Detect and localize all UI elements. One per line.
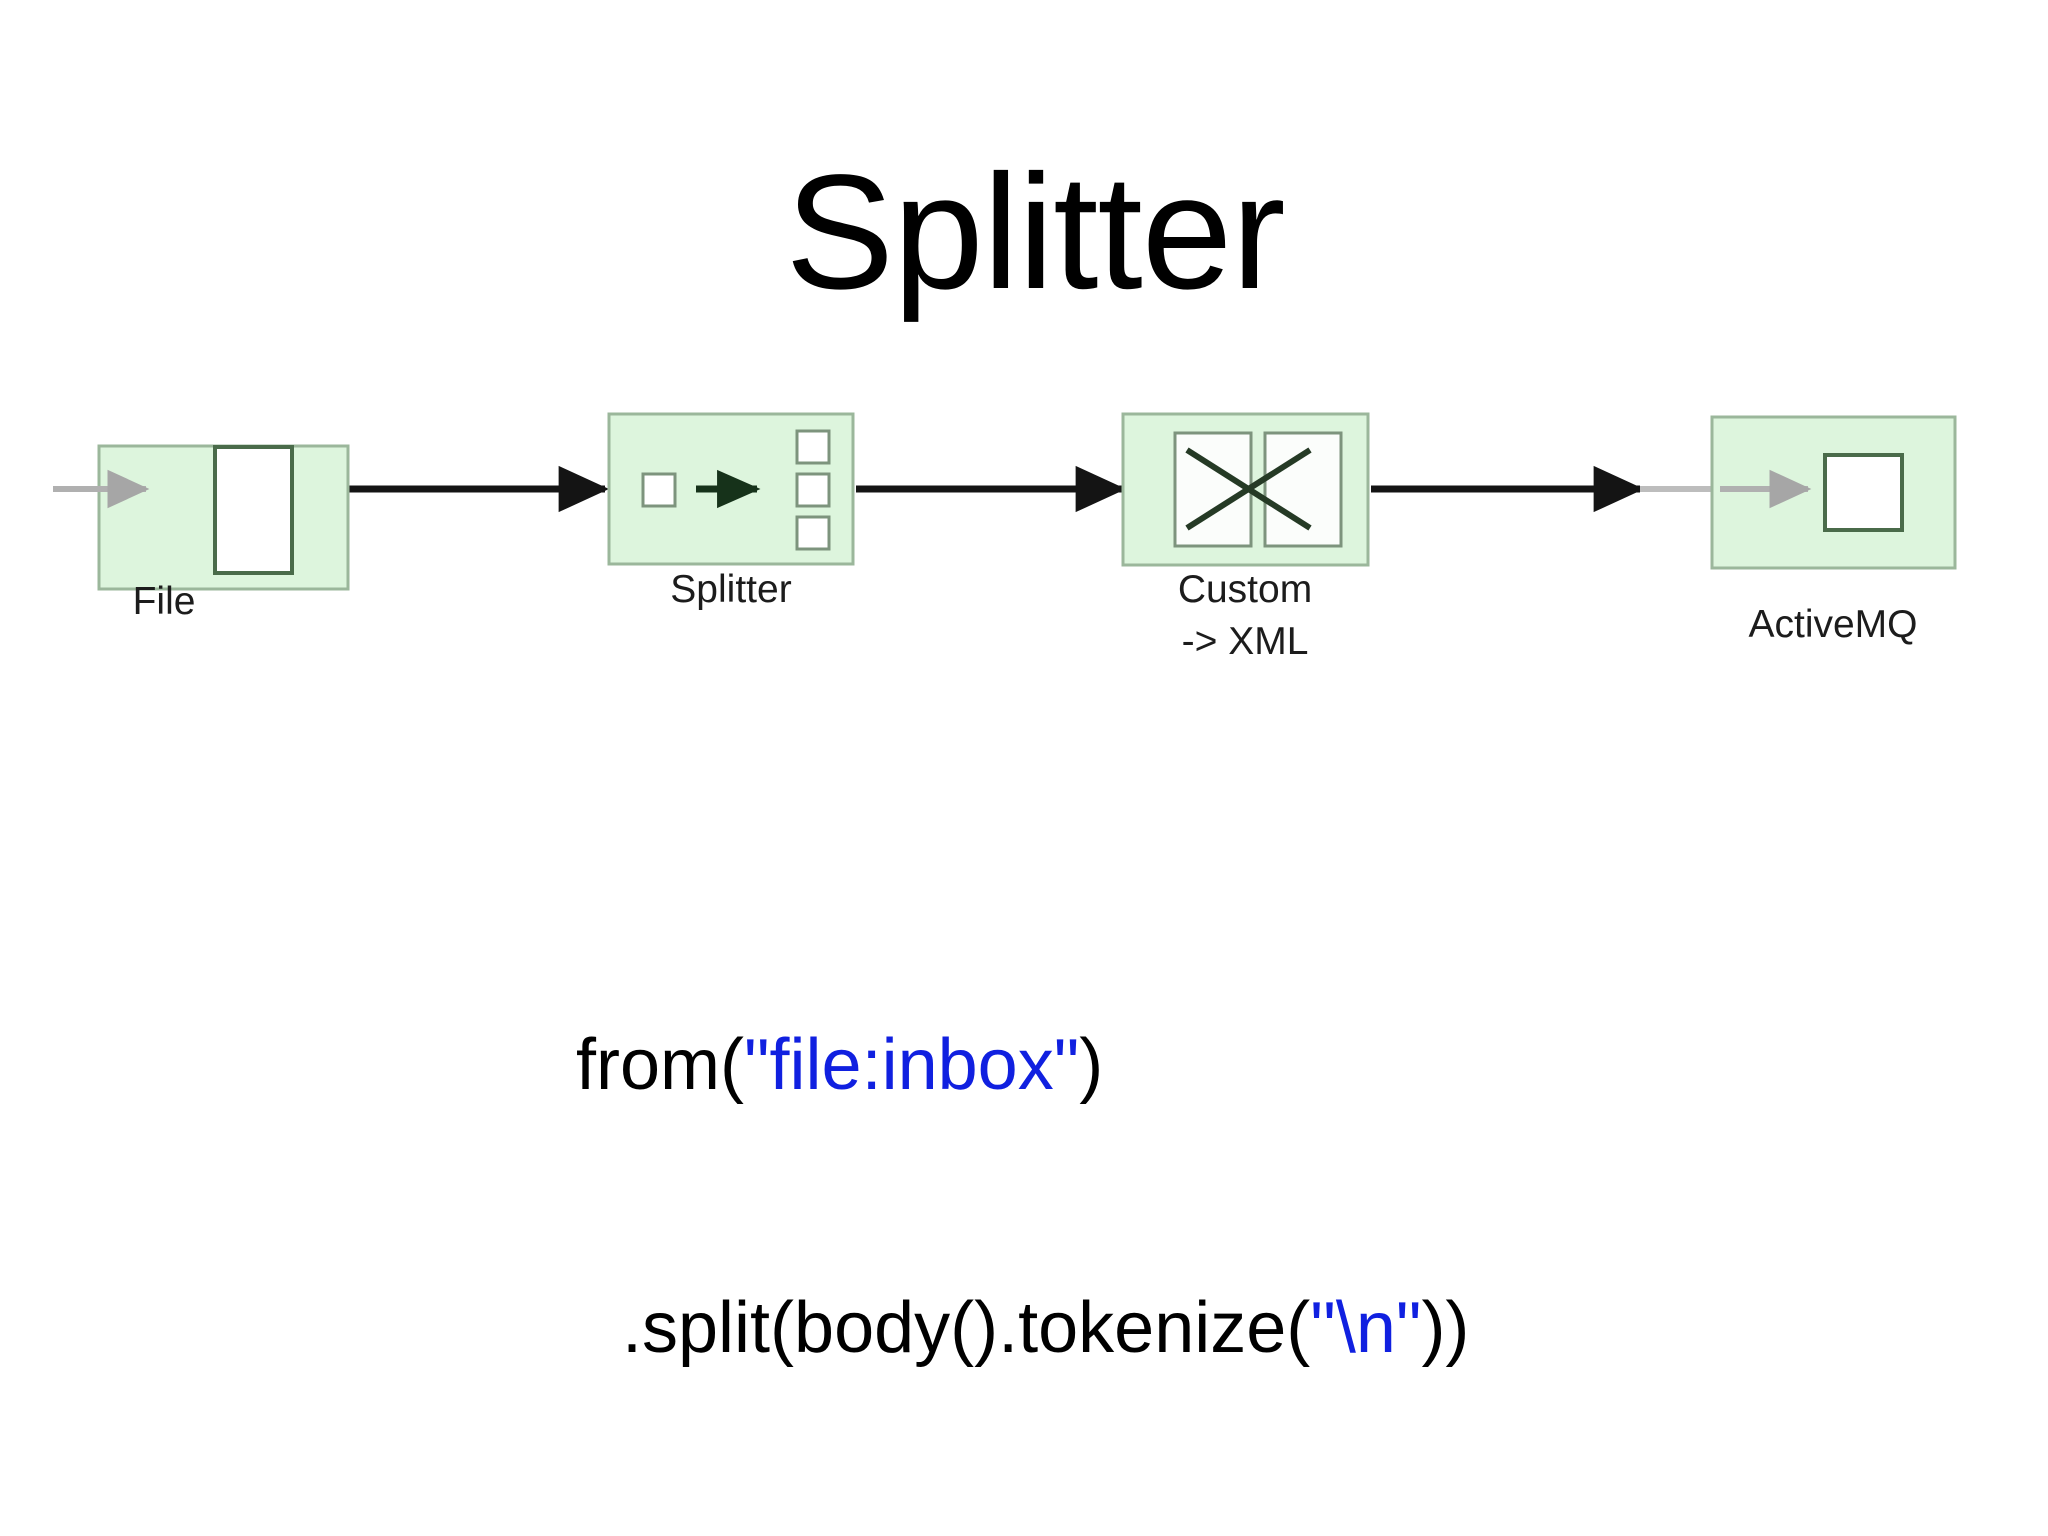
page-title: Splitter	[785, 140, 1285, 323]
code-line-1-before: from(	[576, 1024, 744, 1105]
code-line-1-string: "file:inbox"	[743, 1024, 1080, 1105]
code-line-1-after: )	[1079, 1024, 1104, 1105]
camel-route-diagram: File Splitter Custom -> XML	[0, 400, 2048, 680]
node-activemq[interactable]: ActiveMQ	[1710, 415, 1957, 646]
node-custom[interactable]: Custom -> XML	[1121, 412, 1370, 663]
file-endpoint-icon	[53, 445, 294, 575]
node-splitter[interactable]: Splitter	[607, 412, 855, 611]
code-line-2-string: "\n"	[1310, 1288, 1422, 1369]
node-file[interactable]: File	[53, 444, 350, 623]
transform-icon	[1173, 431, 1343, 548]
code-line-1: from("file:inbox")	[0, 1022, 2048, 1110]
node-splitter-label: Splitter	[670, 568, 791, 611]
node-custom-label: Custom	[1178, 568, 1312, 611]
queue-endpoint-icon	[1720, 453, 1904, 532]
code-line-2: .split(body().tokenize("\n"))	[0, 1285, 2048, 1373]
code-snippet: from("file:inbox") .split(body().tokeniz…	[0, 846, 2048, 1461]
code-line-2-before: .split(body().tokenize(	[622, 1288, 1311, 1369]
node-file-label: File	[133, 580, 196, 623]
node-custom-label-2: -> XML	[1182, 620, 1309, 663]
splitter-icon	[641, 429, 831, 551]
code-line-2-after: ))	[1421, 1288, 1470, 1369]
node-activemq-label: ActiveMQ	[1748, 603, 1917, 646]
